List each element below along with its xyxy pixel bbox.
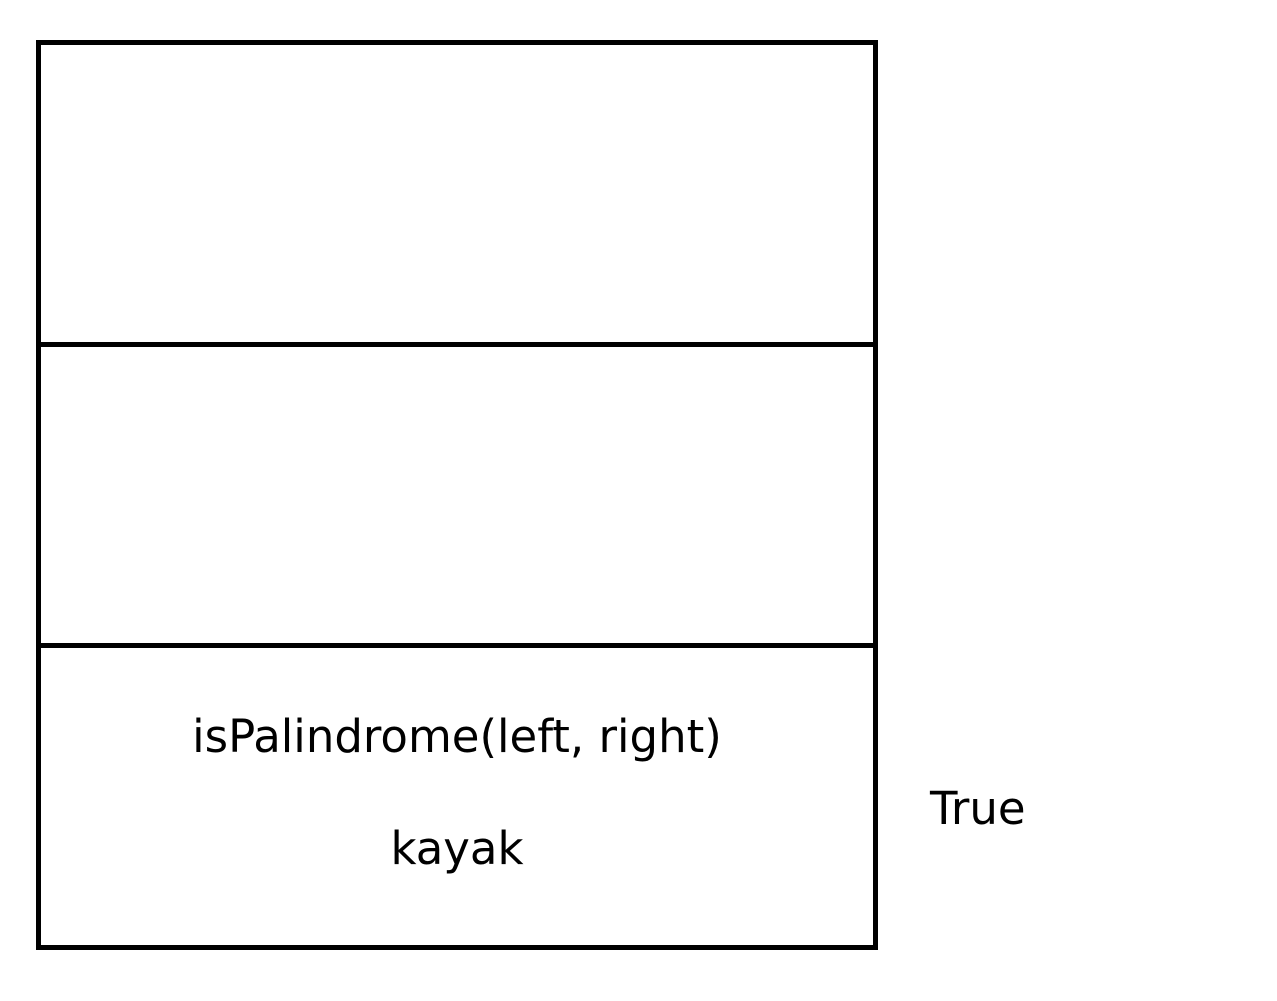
stack-frame-bottom: isPalindrome(left, right) kayak xyxy=(41,643,873,945)
stack-frame-top xyxy=(41,45,873,342)
return-value-label: True xyxy=(930,782,1026,835)
frame-argument-label: kayak xyxy=(390,822,524,876)
stack-frame-middle xyxy=(41,341,873,644)
frame-call-label: isPalindrome(left, right) xyxy=(192,710,722,764)
call-stack: isPalindrome(left, right) kayak xyxy=(36,40,878,950)
